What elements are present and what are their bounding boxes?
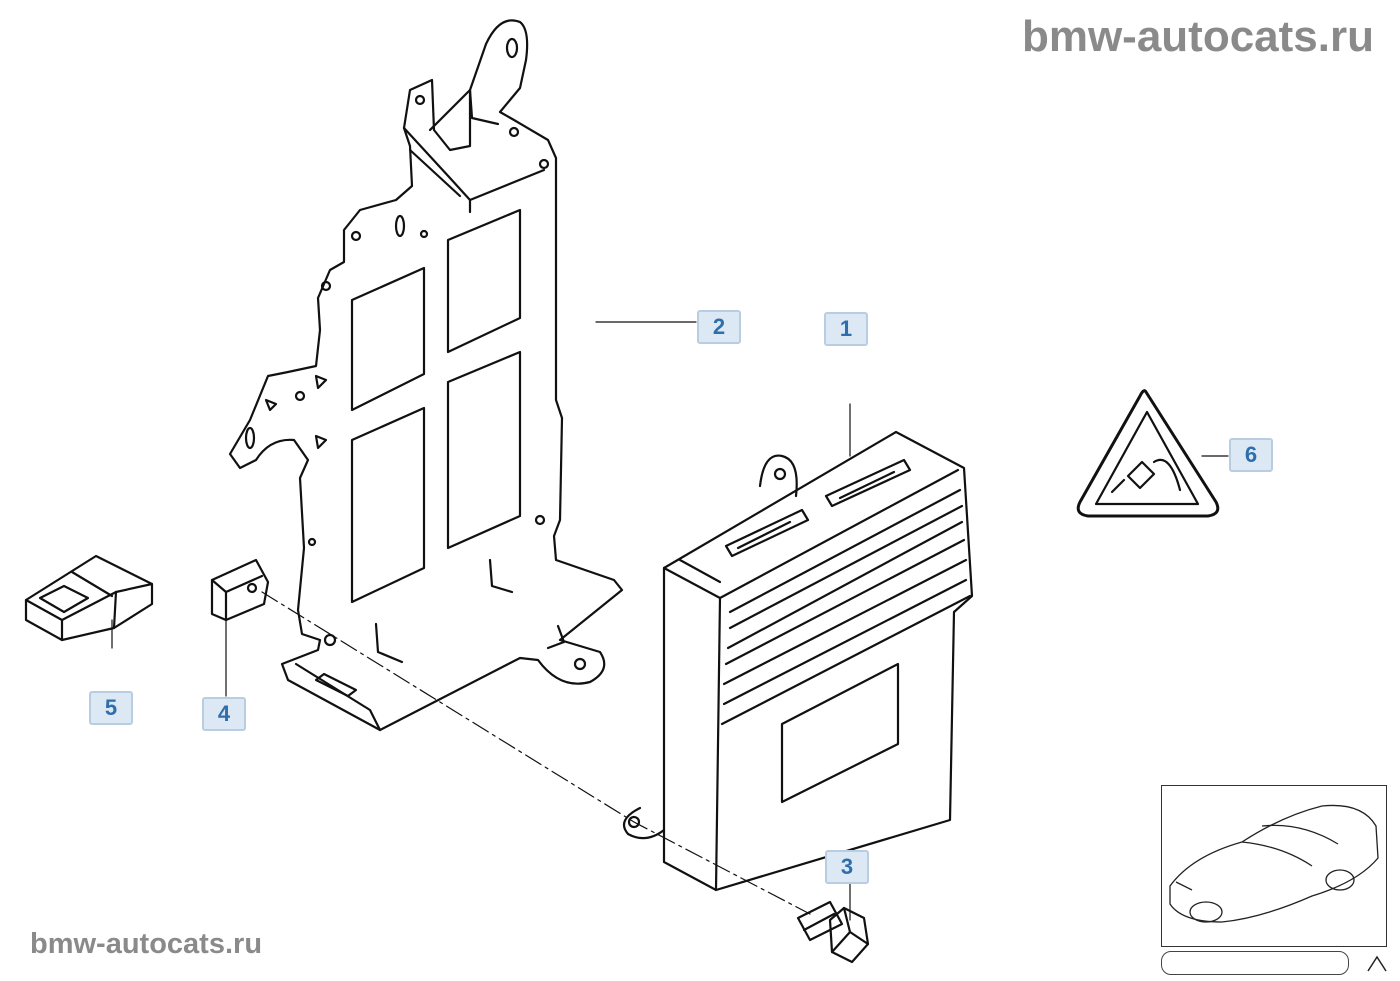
car-outline bbox=[1169, 804, 1379, 923]
watermark-top: bmw-autocats.ru bbox=[1021, 12, 1374, 61]
assembly-centerline bbox=[261, 591, 811, 915]
triangle-up-icon[interactable] bbox=[1366, 955, 1388, 973]
control-unit bbox=[622, 430, 974, 892]
callout-5[interactable]: 5 bbox=[89, 691, 133, 725]
car-thumbnail[interactable] bbox=[1161, 785, 1387, 947]
hex-bolt bbox=[796, 900, 870, 964]
callout-3[interactable]: 3 bbox=[825, 850, 869, 884]
thumbnail-caption-bar[interactable] bbox=[1161, 951, 1349, 975]
callout-1[interactable]: 1 bbox=[824, 312, 868, 346]
watermark-bottom: bmw-autocats.ru bbox=[30, 928, 263, 960]
leader-lines bbox=[111, 321, 1229, 921]
connector-plug bbox=[24, 554, 154, 642]
clip-nut bbox=[210, 558, 270, 622]
callout-4[interactable]: 4 bbox=[202, 697, 246, 731]
callout-2[interactable]: 2 bbox=[697, 310, 741, 344]
mounting-bracket bbox=[228, 19, 624, 732]
electrical-plug-warning-icon bbox=[1076, 389, 1220, 518]
callout-6[interactable]: 6 bbox=[1229, 438, 1273, 472]
